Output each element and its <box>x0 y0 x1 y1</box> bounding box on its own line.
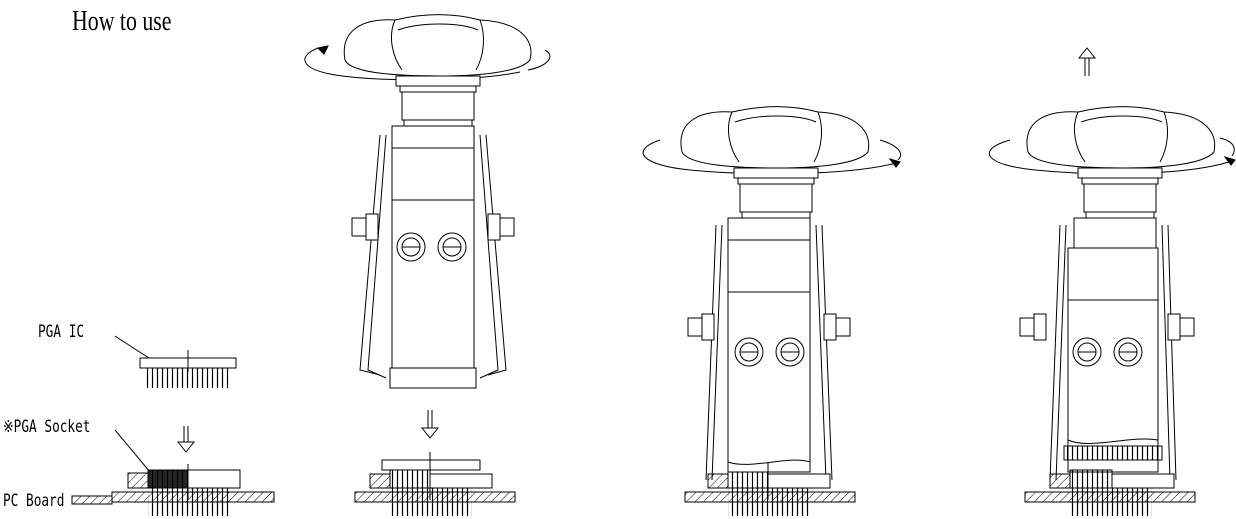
rotate-arrow-icon <box>642 139 901 175</box>
arrow-up-icon <box>1077 47 1097 76</box>
socket-assembly <box>354 452 516 516</box>
label-pga-ic: PGA IC <box>38 322 85 342</box>
step-4-remove-knob <box>988 47 1236 516</box>
leader-pga-ic <box>114 335 153 361</box>
clamp-body <box>1019 217 1195 481</box>
label-pga-socket: ※PGA Socket <box>3 417 91 437</box>
leader-pga-socket <box>114 429 151 473</box>
socket-assembly <box>684 462 856 516</box>
arrow-down-icon <box>420 410 440 439</box>
pc-board <box>111 488 275 516</box>
knob <box>1026 106 1216 219</box>
arrow-down-icon <box>176 426 196 453</box>
knob <box>343 14 532 127</box>
diagram-title: How to use <box>72 6 172 37</box>
rotate-arrow-icon <box>988 139 1236 175</box>
clamp-body <box>351 125 515 389</box>
step-3-clamp-closed <box>642 106 902 516</box>
clamp-body <box>687 217 851 481</box>
socket-assembly <box>1024 469 1196 516</box>
pga-ic-chip <box>139 350 237 388</box>
knob <box>680 106 870 219</box>
step-2-clamp-open <box>304 14 551 516</box>
label-pc-board: PC Board <box>3 491 65 511</box>
step-1-insert-ic <box>111 335 275 516</box>
pc-board-edge <box>71 495 113 505</box>
